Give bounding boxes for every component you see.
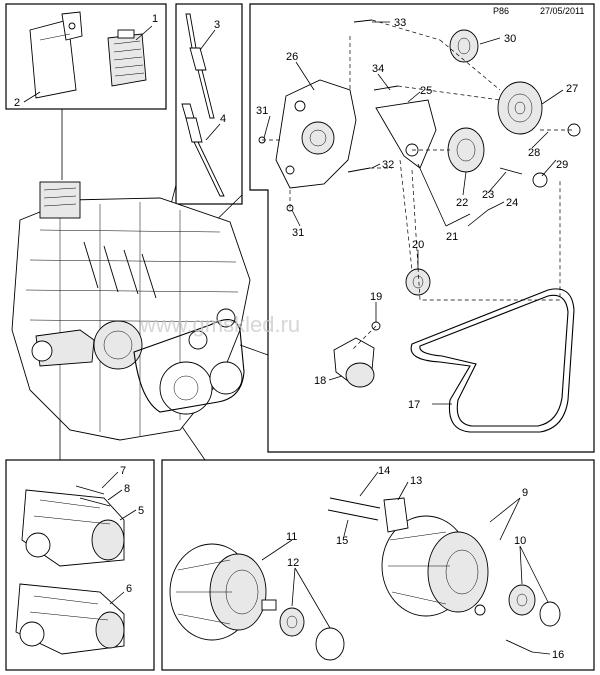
starter-motor-5 (21, 489, 125, 567)
dust-cap-29 (532, 172, 548, 188)
idler-pulley-30 (449, 29, 479, 63)
callout-31-upper: 31 (256, 105, 268, 117)
callout-15: 15 (336, 535, 348, 547)
alternator-pulley-12 (279, 607, 305, 637)
glow-control-unit (107, 29, 147, 87)
callout-34: 34 (372, 63, 384, 75)
callout-24: 24 (506, 197, 518, 209)
callout-3: 3 (214, 19, 220, 31)
callout-31-lower: 31 (292, 227, 304, 239)
pulley-cap-12 (315, 627, 345, 661)
idler-pulley-27 (497, 81, 543, 135)
alternator-pulley-10 (508, 584, 536, 616)
starter-bolt-7 (75, 485, 105, 495)
bolt-23 (499, 167, 523, 175)
callout-23: 23 (482, 189, 494, 201)
callout-26: 26 (286, 51, 298, 63)
glow-plug-upper (185, 13, 215, 119)
callout-27: 27 (566, 83, 578, 95)
alternator-bolt-15 (327, 509, 379, 521)
alternator-bracket-13 (383, 497, 409, 533)
callout-16: 16 (552, 649, 564, 661)
callout-12: 12 (287, 557, 299, 569)
glow-plug-lower (181, 103, 225, 197)
callout-21: 21 (446, 231, 458, 243)
bolt-33 (353, 19, 373, 23)
panel-alternator (161, 459, 595, 671)
idler-pulley-20 (405, 268, 431, 296)
callout-6: 6 (126, 583, 132, 595)
callout-18: 18 (314, 375, 326, 387)
belt-tensioner (333, 321, 381, 388)
callout-2: 2 (14, 97, 20, 109)
poly-v-belt (410, 288, 575, 433)
callout-14: 14 (378, 465, 390, 477)
callout-25: 25 (420, 85, 432, 97)
panel-glow-plugs (175, 3, 243, 205)
panel-belt-drive (249, 3, 595, 453)
bolt-34 (373, 85, 399, 91)
callout-30: 30 (504, 33, 516, 45)
alternator-11 (169, 543, 277, 641)
page-date: 27/05/2011 (540, 6, 584, 16)
panel-glow-control-unit (5, 3, 167, 110)
starter-bolt-8 (79, 497, 111, 507)
callout-19: 19 (370, 291, 382, 303)
alternator-bolt-16 (505, 639, 533, 653)
callout-33: 33 (394, 17, 406, 29)
callout-8: 8 (124, 483, 130, 495)
callout-29: 29 (556, 159, 568, 171)
callout-10: 10 (514, 535, 526, 547)
callout-7: 7 (120, 465, 126, 477)
alternator-bolt-14 (329, 497, 381, 509)
callout-32: 32 (382, 159, 394, 171)
callout-22: 22 (456, 197, 468, 209)
panel-starter (5, 459, 155, 671)
callout-13: 13 (410, 475, 422, 487)
bolt-32 (347, 167, 371, 173)
page-code: P86 (493, 6, 509, 16)
tensioner-arm (375, 99, 437, 169)
callout-1: 1 (152, 13, 158, 25)
alternator-9 (381, 515, 489, 617)
pulley-washer-10 (539, 601, 561, 627)
callout-5: 5 (138, 505, 144, 517)
callout-4: 4 (220, 113, 226, 125)
pulley-bracket (275, 79, 357, 189)
glow-control-unit-bracket (29, 11, 83, 99)
idler-pulley-22 (447, 127, 485, 173)
callout-20: 20 (412, 239, 424, 251)
callout-9: 9 (522, 487, 528, 499)
callout-17: 17 (408, 399, 420, 411)
starter-motor-6 (15, 583, 125, 655)
engine-assembly (11, 181, 251, 441)
callout-11: 11 (286, 531, 297, 543)
callout-28: 28 (528, 147, 540, 159)
watermark: www.gmskled.ru (139, 312, 300, 337)
